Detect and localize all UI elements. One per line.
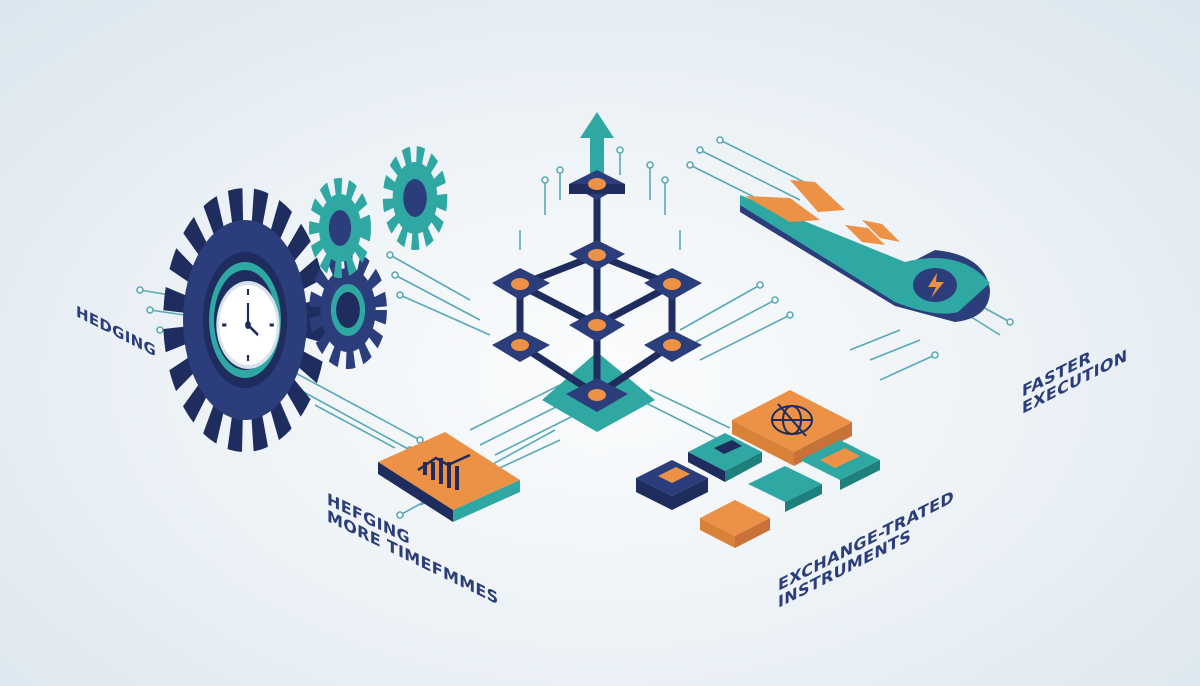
- instrument-tiles: [636, 390, 880, 548]
- globe-icon: [771, 403, 813, 437]
- gears-cluster: [163, 146, 448, 452]
- network-node-icon: [492, 170, 702, 412]
- teal-gear-top-icon: [382, 146, 448, 250]
- network-tower: [492, 112, 702, 432]
- teal-gear-icon: [308, 178, 372, 278]
- chevron-icon: [745, 180, 900, 245]
- lightning-icon: [913, 268, 957, 302]
- faster-execution-bar: [740, 180, 990, 322]
- medium-gear-icon: [309, 251, 387, 369]
- chart-card: [378, 432, 520, 522]
- trend-chart-icon: [417, 453, 471, 490]
- clock-icon: [216, 281, 280, 369]
